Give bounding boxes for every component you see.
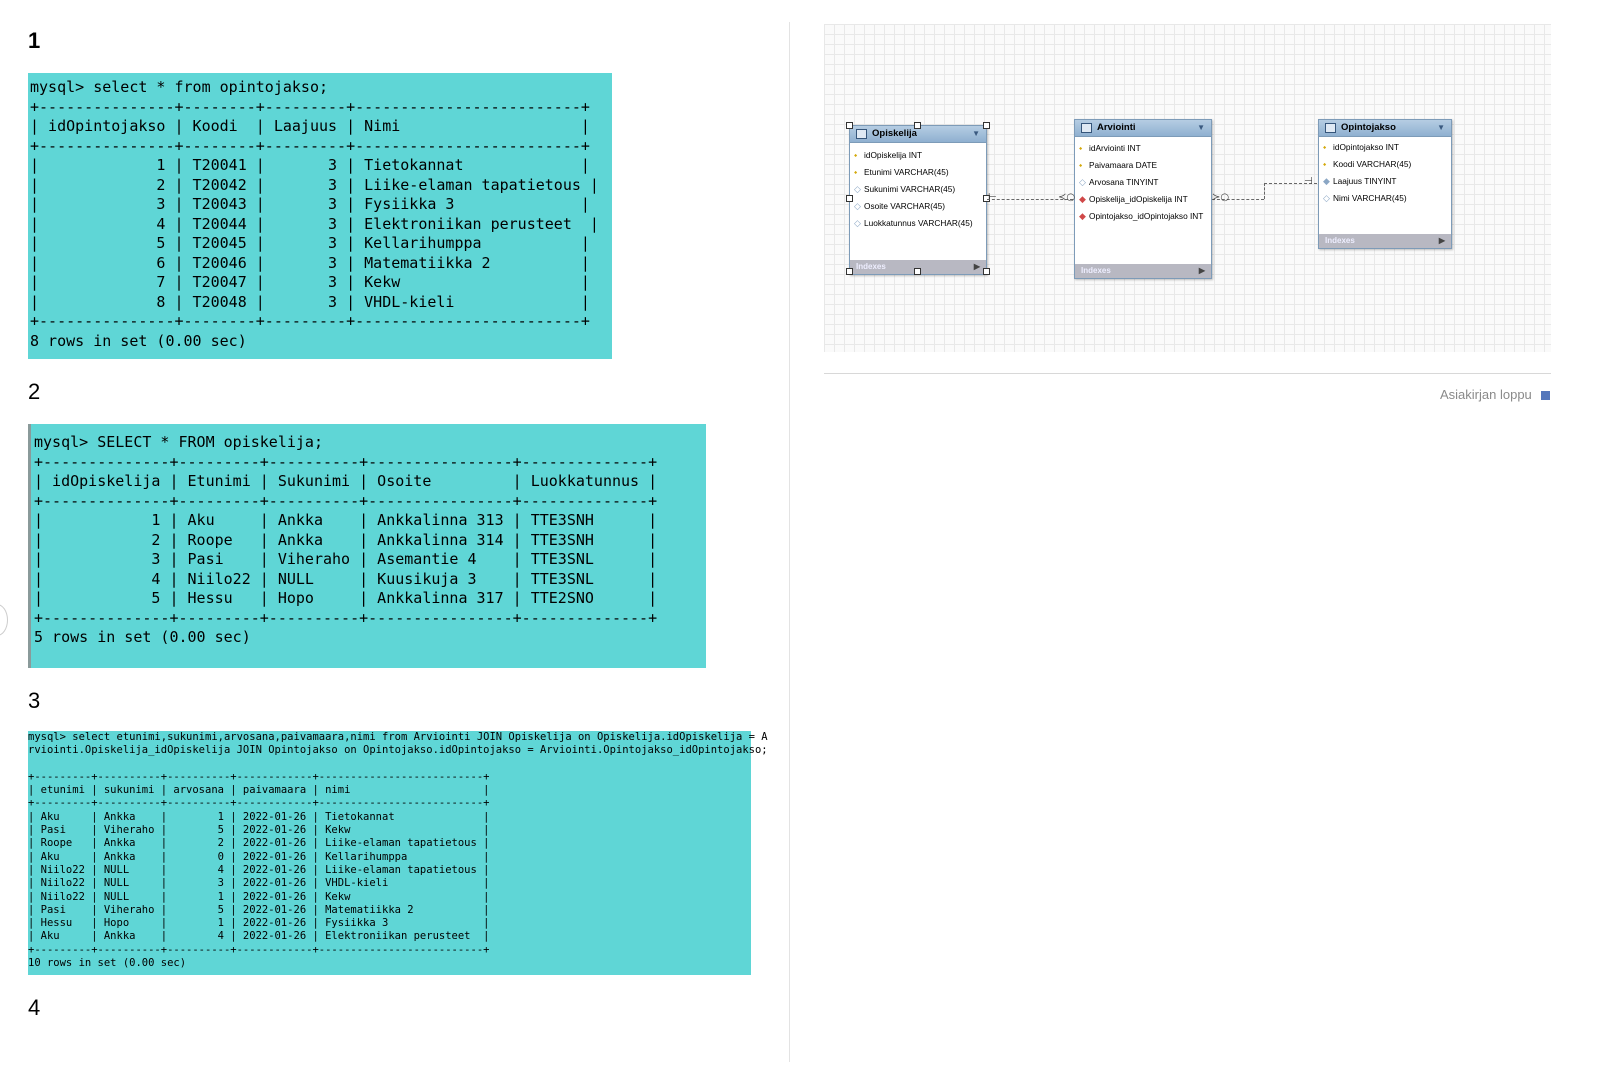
indexes-footer[interactable]: Indexes▶	[1319, 234, 1451, 248]
selection-handle[interactable]	[846, 122, 853, 129]
relationship-line[interactable]	[1264, 183, 1317, 184]
key-icon: ⬩	[854, 150, 858, 160]
relationship-line[interactable]	[1212, 199, 1264, 200]
chevron-down-icon[interactable]: ▼	[1197, 123, 1205, 132]
diamond-icon: ◇	[1079, 177, 1086, 187]
section-number-3: 3	[28, 688, 41, 713]
entity-column: ◇Osoite VARCHAR(45)	[850, 198, 986, 215]
section-number-1: 1	[28, 28, 41, 53]
triangle-right-icon: ▶	[1198, 266, 1205, 275]
entity-column: ⬩Etunimi VARCHAR(45)	[850, 164, 986, 181]
entity-arviointi[interactable]: Arviointi ▼ ⬩idArviointi INT ⬩Paivamaara…	[1074, 119, 1212, 279]
entity-column: ⬩idArviointi INT	[1075, 140, 1211, 157]
indexes-footer[interactable]: Indexes▶	[1075, 264, 1211, 278]
indexes-footer[interactable]: Indexes▶	[850, 260, 986, 274]
entity-column: ⬩idOpintojakso INT	[1319, 139, 1451, 156]
entity-header: Opintojakso ▼	[1319, 120, 1451, 137]
table-icon	[1325, 123, 1336, 133]
zero-many-icon: ≺○	[1058, 192, 1076, 203]
selection-handle[interactable]	[846, 268, 853, 275]
entity-column: ◇Sukunimi VARCHAR(45)	[850, 181, 986, 198]
end-marker-icon	[1541, 391, 1550, 400]
triangle-right-icon: ▶	[973, 262, 980, 271]
section-number-4: 4	[28, 995, 41, 1020]
selection-handle[interactable]	[914, 122, 921, 129]
terminal-screenshot-opiskelija: mysql> SELECT * FROM opiskelija; +------…	[28, 424, 706, 668]
page-divider	[789, 22, 790, 1062]
entity-title: Arviointi	[1097, 122, 1136, 133]
entity-column: ◇Arvosana TINYINT	[1075, 174, 1211, 191]
foreign-key-icon: ◆	[1079, 194, 1086, 204]
relationship-line[interactable]	[1264, 183, 1265, 199]
terminal-output: mysql> SELECT * FROM opiskelija; +------…	[34, 433, 658, 646]
diamond-icon: ◇	[854, 201, 861, 211]
entity-title: Opiskelija	[872, 128, 917, 139]
entity-column: ⬩idOpiskelija INT	[850, 147, 986, 164]
terminal-screenshot-join-query: mysql> select etunimi,sukunimi,arvosana,…	[28, 731, 768, 975]
key-icon: ⬩	[1323, 142, 1327, 152]
entity-header: Opiskelija ▼	[850, 126, 986, 143]
entity-opiskelija[interactable]: Opiskelija ▼ ⬩idOpiskelija INT ⬩Etunimi …	[849, 125, 987, 275]
triangle-right-icon: ▶	[1438, 236, 1445, 245]
entity-column: ◆Opiskelija_idOpiskelija INT	[1075, 191, 1211, 208]
diamond-icon: ◇	[1323, 193, 1330, 203]
diamond-icon: ◇	[854, 184, 861, 194]
key-icon: ⬩	[854, 167, 858, 177]
left-edge-handle[interactable]	[0, 604, 8, 636]
selection-handle[interactable]	[983, 122, 990, 129]
entity-opintojakso[interactable]: Opintojakso ▼ ⬩idOpintojakso INT ⬩Koodi …	[1318, 119, 1452, 249]
one-mandatory-icon: ⊣	[1304, 176, 1313, 187]
entity-column: ⬩Koodi VARCHAR(45)	[1319, 156, 1451, 173]
selection-handle[interactable]	[983, 195, 990, 202]
horizontal-rule	[824, 373, 1551, 374]
key-icon: ⬩	[1079, 143, 1083, 153]
entity-column: ◇Nimi VARCHAR(45)	[1319, 190, 1451, 207]
entity-column: ◇Luokkatunnus VARCHAR(45)	[850, 215, 986, 232]
selection-handle[interactable]	[983, 268, 990, 275]
terminal-screenshot-opintojakso: mysql> select * from opintojakso; +-----…	[28, 73, 612, 359]
entity-column: ⬩Paivamaara DATE	[1075, 157, 1211, 174]
zero-many-icon: ≻○	[1212, 192, 1230, 203]
end-of-document-label: Asiakirjan loppu	[1440, 387, 1532, 402]
selection-handle[interactable]	[914, 268, 921, 275]
entity-column: ◆Opintojakso_idOpintojakso INT	[1075, 208, 1211, 225]
chevron-down-icon[interactable]: ▼	[972, 129, 980, 138]
section-number-2: 2	[28, 379, 41, 404]
relationship-line[interactable]	[987, 199, 1073, 200]
er-diagram: Opiskelija ▼ ⬩idOpiskelija INT ⬩Etunimi …	[824, 24, 1551, 352]
entity-title: Opintojakso	[1341, 122, 1396, 133]
chevron-down-icon[interactable]: ▼	[1437, 123, 1445, 132]
table-icon	[1081, 123, 1092, 133]
table-icon	[856, 129, 867, 139]
entity-header: Arviointi ▼	[1075, 120, 1211, 137]
terminal-output: mysql> select etunimi,sukunimi,arvosana,…	[28, 731, 768, 970]
diamond-icon: ◆	[1323, 176, 1330, 186]
one-mandatory-icon: ⊢	[988, 192, 997, 203]
terminal-output: mysql> select * from opintojakso; +-----…	[30, 78, 599, 350]
foreign-key-icon: ◆	[1079, 211, 1086, 221]
key-icon: ⬩	[1323, 159, 1327, 169]
selection-handle[interactable]	[846, 195, 853, 202]
diamond-icon: ◇	[854, 218, 861, 228]
entity-column: ◆Laajuus TINYINT	[1319, 173, 1451, 190]
key-icon: ⬩	[1079, 160, 1083, 170]
